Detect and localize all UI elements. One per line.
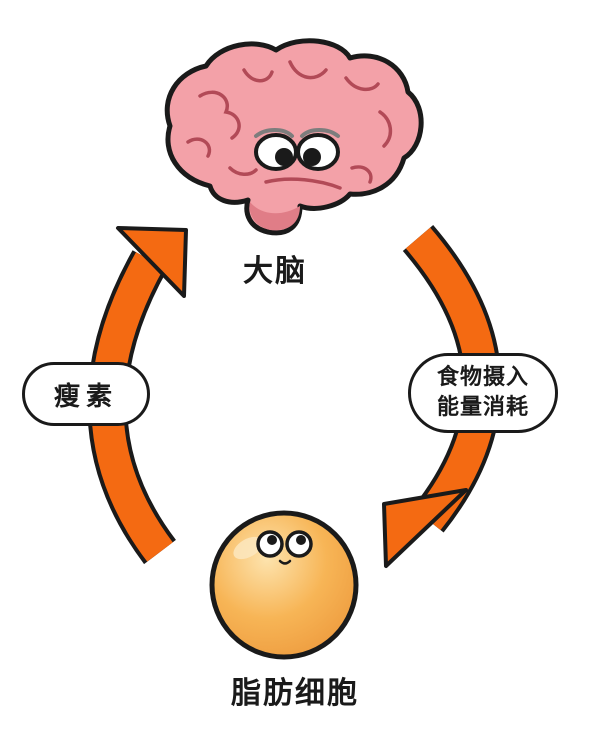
intake-arrowhead: [382, 488, 468, 568]
leptin-arrowhead: [116, 226, 188, 298]
energy-expenditure-label: 能量消耗: [436, 395, 529, 420]
intake-expenditure-pill: 食物摄入 能量消耗: [408, 353, 558, 433]
fat-cell-label: 脂肪细胞: [231, 676, 359, 711]
leptin-label: 瘦素: [53, 381, 118, 412]
fat-cell-eyes: [256, 530, 313, 565]
leptin-label-pill: 瘦素: [22, 362, 150, 426]
brain-illustration: [164, 38, 424, 236]
fat-cell-illustration: [209, 510, 359, 660]
brain-eyes: [254, 128, 340, 171]
brain-label: 大脑: [243, 254, 307, 289]
food-intake-label: 食物摄入: [436, 365, 529, 390]
